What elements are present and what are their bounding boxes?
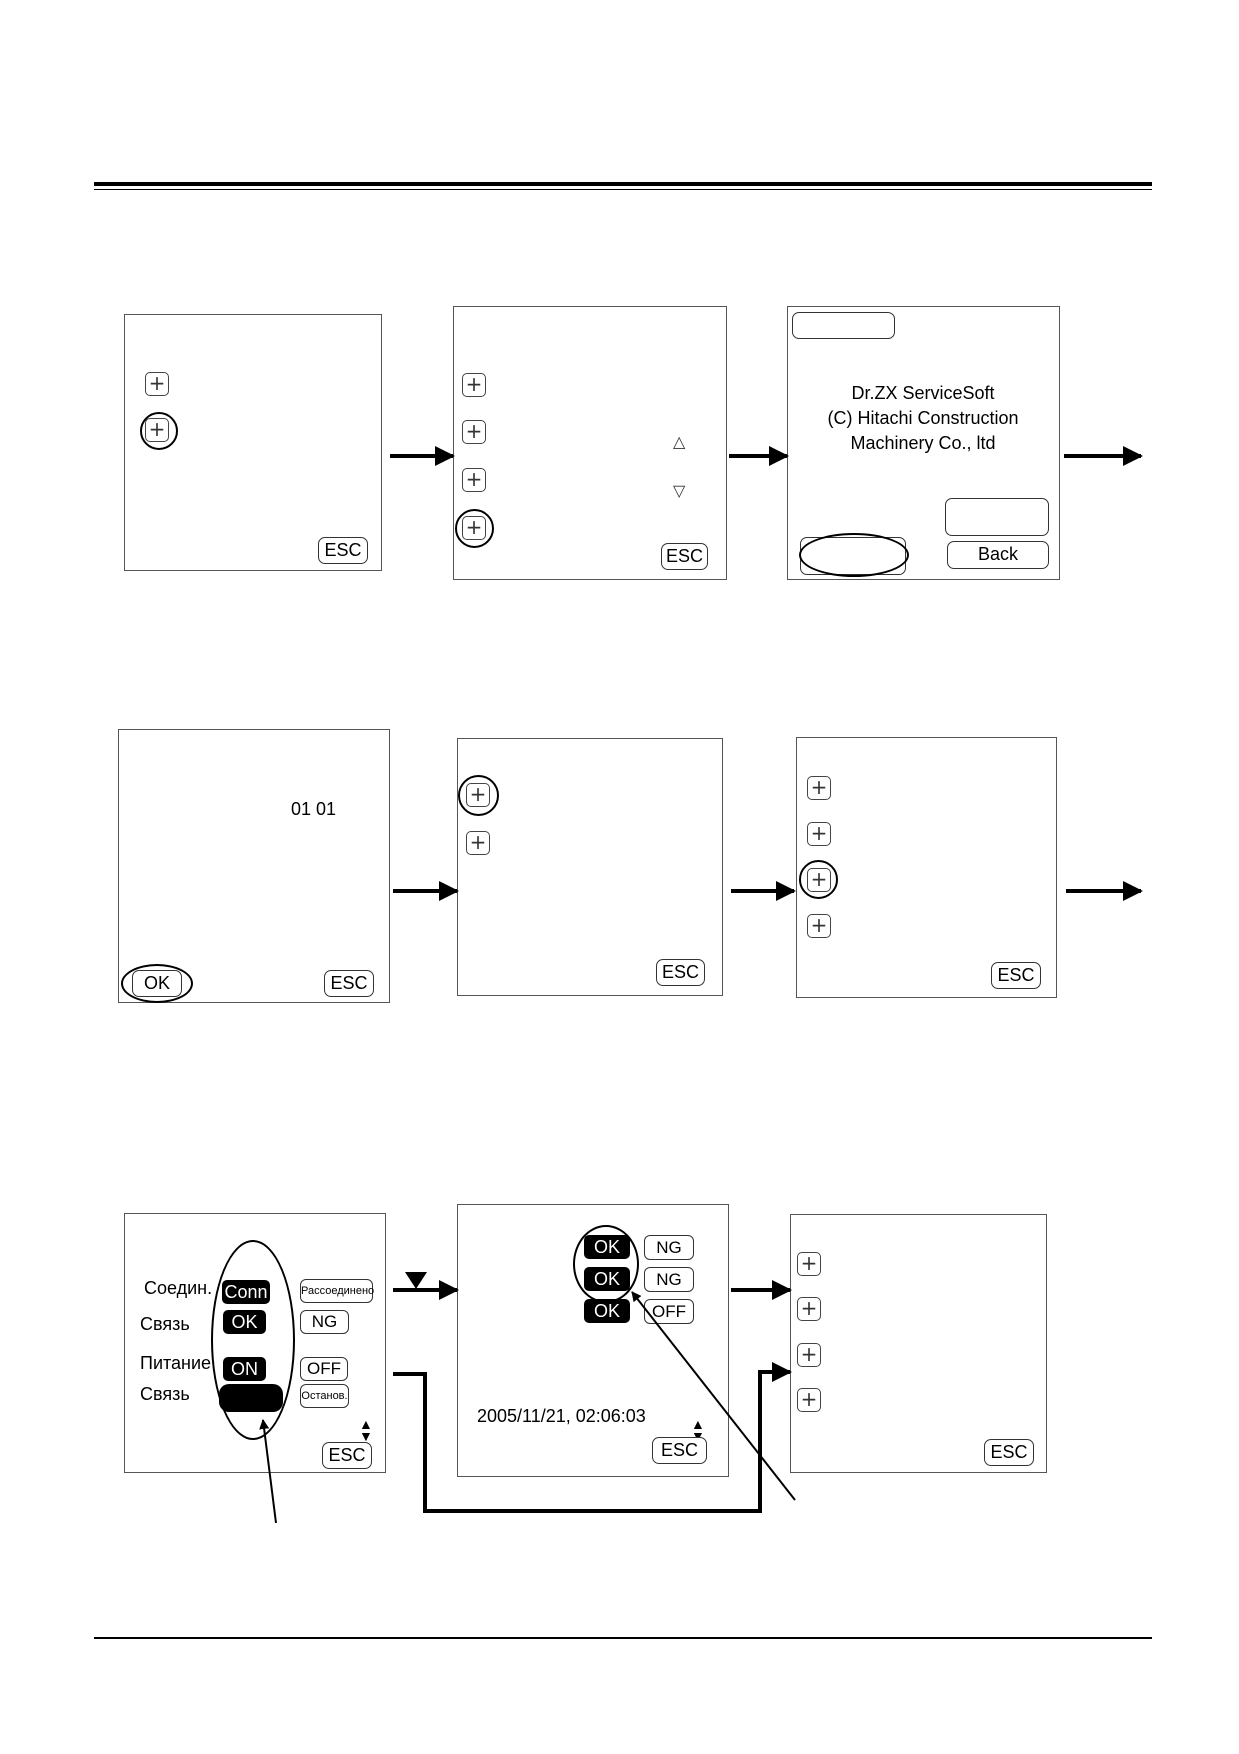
state-ok-3: OK (584, 1299, 630, 1323)
screen-r3-status: Соедин. Связь Питание Связь Conn OK ON Р… (124, 1213, 386, 1473)
label-link-2: Связь (140, 1384, 190, 1404)
highlight-circle (140, 412, 178, 450)
pointer-line (259, 1419, 277, 1524)
highlight-ellipse (799, 533, 909, 577)
screen-r1-about: Dr.ZX ServiceSoft (C) Hitachi Constructi… (787, 306, 1060, 580)
screen-r3-menu: + + + + ESC (790, 1214, 1047, 1473)
header-rule-thin (94, 189, 1152, 190)
esc-button[interactable]: ESC (324, 970, 374, 997)
esc-button[interactable]: ESC (661, 543, 708, 570)
footer-rule (94, 1637, 1152, 1639)
about-line-2: (C) Hitachi Construction (827, 408, 1019, 428)
plus-button[interactable]: + (462, 420, 486, 444)
plus-button[interactable]: + (797, 1388, 821, 1412)
esc-button[interactable]: ESC (656, 959, 705, 986)
esc-button[interactable]: ESC (991, 962, 1041, 989)
scroll-up-icon[interactable]: △ (673, 434, 686, 451)
plus-button[interactable]: + (462, 468, 486, 492)
plus-button[interactable]: + (807, 776, 831, 800)
highlight-circle (458, 775, 499, 816)
plus-button[interactable]: + (145, 372, 169, 396)
header-rule (94, 182, 1152, 186)
highlight-circle (799, 860, 838, 899)
state-disconnected: Рассоединено (300, 1279, 374, 1303)
label-conn: Соедин. (144, 1278, 213, 1298)
plus-button[interactable]: + (797, 1297, 821, 1321)
plus-button[interactable]: + (807, 914, 831, 938)
state-stopped: Останов. (300, 1384, 349, 1408)
screen-r1-menu: + + ESC (124, 314, 382, 571)
screen-r3-check: OK OK OK NG NG OFF 2005/11/21, 02:06:03 … (457, 1204, 729, 1477)
state-off: OFF (300, 1357, 348, 1381)
plus-button[interactable]: + (807, 822, 831, 846)
highlight-circle (455, 509, 494, 548)
state-ng-2: NG (644, 1267, 694, 1292)
blank-button[interactable] (945, 498, 1049, 536)
state-off-1: OFF (644, 1299, 694, 1324)
screen-r2-list: + + + + ESC (796, 737, 1057, 998)
highlight-ellipse (121, 964, 193, 1003)
about-line-1: Dr.ZX ServiceSoft (851, 383, 995, 403)
pointer-line (631, 1291, 796, 1501)
about-line-3: Machinery Co., ltd (850, 433, 996, 453)
screen-r2-value: 01 01 OK ESC (118, 729, 390, 1003)
bypass-connector (393, 1362, 792, 1513)
timestamp: 2005/11/21, 02:06:03 (477, 1406, 646, 1426)
scroll-down-icon[interactable]: ▽ (673, 483, 686, 500)
esc-button[interactable]: ESC (652, 1437, 707, 1464)
title-box (792, 312, 895, 339)
plus-button[interactable]: + (797, 1343, 821, 1367)
highlight-ellipse (211, 1240, 295, 1440)
back-button[interactable]: Back (947, 541, 1049, 569)
state-ng-1: NG (644, 1235, 694, 1260)
highlight-ellipse (573, 1225, 639, 1303)
value-text: 01 01 (291, 799, 337, 819)
label-link: Связь (140, 1314, 190, 1334)
plus-button[interactable]: + (462, 373, 486, 397)
plus-button[interactable]: + (797, 1252, 821, 1276)
state-ng: NG (300, 1310, 349, 1334)
screen-r2-menu: + + ESC (457, 738, 723, 996)
esc-button[interactable]: ESC (984, 1439, 1034, 1466)
screen-r1-list: + + + + △ ▽ ESC (453, 306, 727, 580)
plus-button[interactable]: + (466, 831, 490, 855)
scroll-icon[interactable]: ▲▼ (359, 1416, 373, 1444)
down-triangle-icon (405, 1272, 427, 1289)
esc-button[interactable]: ESC (318, 537, 368, 564)
label-power: Питание (140, 1353, 212, 1373)
esc-button[interactable]: ESC (322, 1442, 372, 1469)
